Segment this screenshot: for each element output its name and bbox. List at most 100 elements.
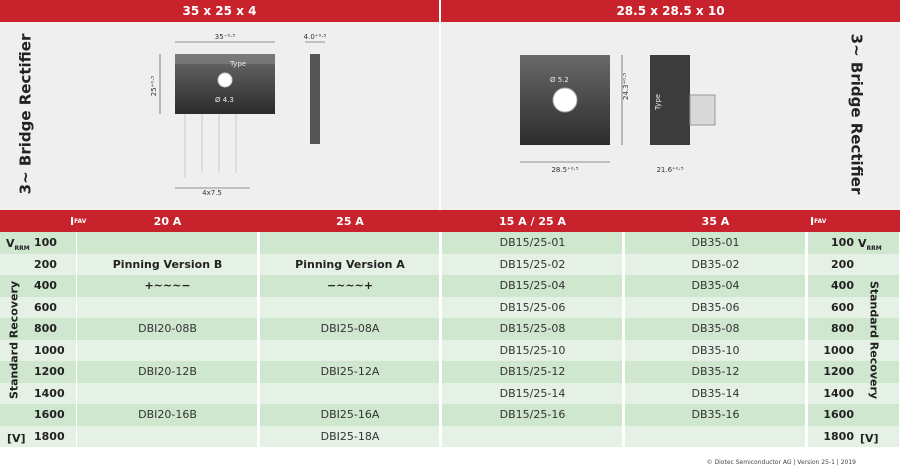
row-bg bbox=[260, 232, 439, 254]
row-bg bbox=[77, 232, 257, 254]
voltage-left: 400 bbox=[34, 279, 57, 293]
row-bg bbox=[625, 275, 805, 297]
part-cell: DB15/25-02 bbox=[499, 257, 566, 271]
unit-label-right: [V] bbox=[860, 432, 879, 445]
part-cell: DB15/25-14 bbox=[499, 386, 566, 400]
part-cell bbox=[260, 383, 440, 405]
part-cell bbox=[260, 232, 440, 254]
voltage-left: 1800 bbox=[34, 429, 65, 443]
row-bg bbox=[442, 425, 622, 447]
part-cell: DB35-16 bbox=[691, 408, 740, 422]
part-cell: DB35-04 bbox=[691, 279, 740, 293]
voltage-right: 1000 bbox=[823, 343, 854, 357]
part-cell: DB15/25-16 bbox=[499, 408, 566, 422]
row-bg bbox=[77, 275, 257, 297]
part-cell bbox=[77, 297, 258, 319]
row-bg bbox=[260, 361, 439, 383]
ifav-sub-left: FAV bbox=[74, 217, 87, 225]
part-cell: DBI25-18A bbox=[320, 429, 380, 443]
col-header-35a: 35 A bbox=[701, 214, 730, 228]
left-dim-width: 35⁻⁰·⁵ bbox=[215, 33, 236, 41]
row-bg bbox=[808, 318, 899, 340]
vrrm-sym-right: V bbox=[858, 237, 867, 250]
row-bg bbox=[808, 404, 899, 426]
right-hole-label: Ø 5.2 bbox=[550, 76, 569, 84]
right-type-label: Type bbox=[654, 94, 662, 111]
row-bg bbox=[625, 382, 805, 404]
section-divider bbox=[439, 22, 441, 210]
row-bg bbox=[442, 382, 622, 404]
row-bg bbox=[0, 296, 76, 318]
voltage-left: 200 bbox=[34, 257, 57, 271]
part-cell: DB35-01 bbox=[691, 236, 740, 250]
row-bg bbox=[77, 296, 257, 318]
col-header-25a: 25 A bbox=[336, 214, 364, 228]
vrrm-label-right: VRRM bbox=[858, 237, 882, 252]
row-bg bbox=[442, 361, 622, 383]
part-cell: DB35-14 bbox=[691, 386, 740, 400]
row-bg bbox=[77, 253, 257, 275]
voltage-right: 200 bbox=[831, 257, 854, 271]
row-bg bbox=[0, 339, 76, 361]
part-cell: DBI20-12B bbox=[138, 365, 197, 379]
part-cell: DB15/25-08 bbox=[499, 322, 566, 336]
row-bg bbox=[808, 361, 899, 383]
row-bg bbox=[260, 404, 439, 426]
part-cell: DB15/25-01 bbox=[499, 236, 566, 250]
vrrm-sym-left: V bbox=[6, 237, 15, 250]
footer-text: © Diotec Semiconductor AG | Version 25-1… bbox=[706, 459, 856, 466]
vrrm-sub-left: RRM bbox=[14, 245, 30, 253]
package-drawing-left: 35⁻⁰·⁵ 25⁺⁰·⁵ 4x7.5 Type Ø 4.3 4.0⁺⁰·⁵ bbox=[150, 33, 327, 197]
row-bg bbox=[0, 275, 76, 297]
voltage-right: 100 bbox=[831, 236, 854, 250]
row-bg bbox=[625, 425, 805, 447]
row-bg bbox=[77, 318, 257, 340]
left-type-label: Type bbox=[229, 60, 246, 68]
row-bg bbox=[808, 339, 899, 361]
col-header-20a: 20 A bbox=[153, 214, 182, 228]
row-bg bbox=[442, 318, 622, 340]
part-cell bbox=[260, 297, 440, 319]
part-cell: −~~~+ bbox=[326, 279, 374, 293]
row-bg bbox=[625, 404, 805, 426]
voltage-left: 1600 bbox=[34, 408, 65, 422]
vrrm-label-left: VRRM bbox=[6, 237, 30, 252]
left-dim-pitch: 4x7.5 bbox=[202, 189, 222, 197]
ifav-sym-right: I bbox=[810, 214, 815, 228]
header-left: 35 x 25 x 4 bbox=[0, 0, 439, 22]
voltage-left: 600 bbox=[34, 300, 57, 314]
row-bg bbox=[442, 253, 622, 275]
part-cell: DB35-06 bbox=[691, 300, 740, 314]
ifav-sym-left: I bbox=[70, 214, 75, 228]
left-hole-label: Ø 4.3 bbox=[215, 96, 234, 104]
col-header-15a25a: 15 A / 25 A bbox=[499, 214, 566, 228]
row-bg bbox=[260, 382, 439, 404]
row-bg bbox=[260, 425, 439, 447]
row-bg bbox=[625, 339, 805, 361]
voltage-right: 1600 bbox=[823, 408, 854, 422]
part-cell: DBI25-08A bbox=[320, 322, 380, 336]
title-left: 3~ Bridge Rectifier bbox=[17, 34, 36, 195]
row-bg bbox=[260, 296, 439, 318]
unit-label-left: [V] bbox=[7, 432, 26, 445]
header-right: 28.5 x 28.5 x 10 bbox=[441, 0, 900, 22]
right-dim-width: 28.5⁺⁰·⁵ bbox=[551, 166, 578, 174]
row-bg bbox=[808, 296, 899, 318]
part-cell: DB35-08 bbox=[691, 322, 740, 336]
voltage-right: 1800 bbox=[823, 429, 854, 443]
voltage-right: 1400 bbox=[823, 386, 854, 400]
left-hole bbox=[217, 72, 233, 88]
voltage-left: 800 bbox=[34, 322, 57, 336]
right-hole bbox=[552, 87, 578, 113]
part-cell: DB35-10 bbox=[691, 343, 740, 357]
part-cell: DB35-12 bbox=[691, 365, 740, 379]
part-cell bbox=[260, 340, 440, 362]
